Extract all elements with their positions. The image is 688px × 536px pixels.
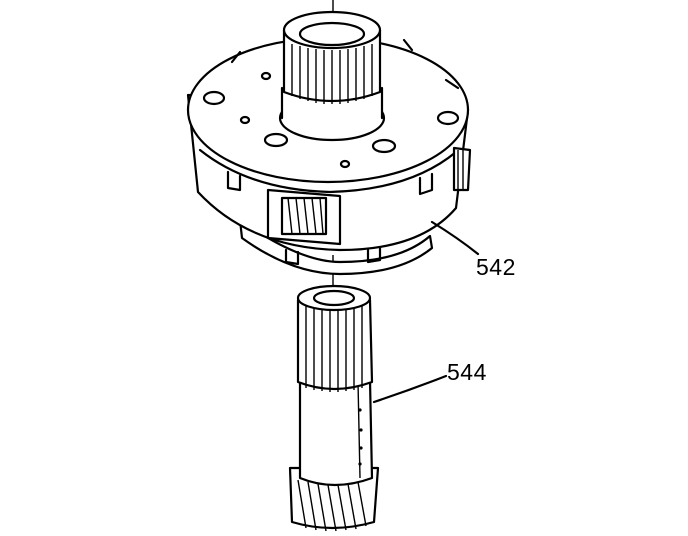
leader-line-544 <box>372 374 448 404</box>
shaft-splines <box>305 306 363 392</box>
planetary-carrier-assembly <box>186 10 472 276</box>
input-shaft <box>288 284 380 532</box>
shaft-gear-teeth <box>297 479 367 532</box>
hub-splines <box>291 44 373 104</box>
callout-542: 542 <box>476 254 516 280</box>
callout-544: 544 <box>447 359 487 385</box>
pinion-gear <box>280 196 328 236</box>
leader-line-542 <box>430 220 480 256</box>
